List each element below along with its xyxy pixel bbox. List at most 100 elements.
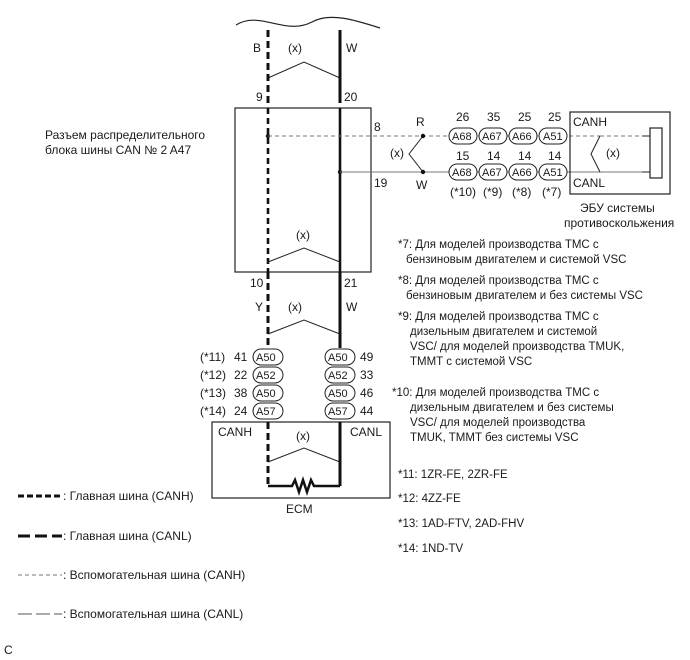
- conn-top-a67: A67: [482, 131, 502, 143]
- conn-num-bot-4: 14: [548, 149, 562, 163]
- wire-color-r: R: [416, 115, 425, 129]
- ecm-ref-11: (*11): [200, 350, 225, 364]
- pin-8: 8: [374, 120, 381, 134]
- wire-color-bottom-right: W: [346, 300, 358, 314]
- note-7-line1: *7: Для моделей производства TMC с: [398, 239, 599, 251]
- legend-text-sub-canh: : Вспомогательная шина (CANH): [63, 568, 245, 582]
- connector-label-line1: Разъем распределительного: [45, 128, 205, 142]
- abs-termination-resistor: [649, 127, 663, 179]
- ecm-twist-marker: (x): [296, 429, 310, 443]
- ecm-conn-right-4: A57: [328, 406, 348, 418]
- note-8-line2: бензиновым двигателем и без системы VSC: [406, 290, 643, 302]
- abs-twist-marker: (x): [606, 146, 620, 160]
- connector-row-top: A68 A67 A66 A51: [448, 127, 568, 145]
- conn-num-top-1: 26: [456, 110, 470, 124]
- twist-marker-top: (x): [288, 41, 302, 55]
- ecm-pin-49: 49: [360, 350, 374, 364]
- ecm-canh: CANH: [218, 425, 252, 439]
- pin-10: 10: [250, 276, 264, 290]
- ecm-conn-left-2: A52: [256, 370, 276, 382]
- note-12: *12: 4ZZ-FE: [398, 493, 461, 505]
- junction-connector-box: [234, 107, 372, 273]
- abs-ecu-canh: CANH: [573, 115, 607, 129]
- conn-top-a68: A68: [452, 131, 472, 143]
- ecm-pin-44: 44: [360, 404, 374, 418]
- conn-bot-a51: A51: [543, 167, 563, 179]
- abs-ecu-box: [569, 111, 671, 195]
- conn-bot-a66: A66: [512, 167, 532, 179]
- note-9-line1: *9: Для моделей производства TMC с: [398, 311, 599, 323]
- pin-19: 19: [374, 176, 388, 190]
- note-10-line2: дизельным двигателем и без системы: [410, 402, 614, 414]
- wire-color-top-right: W: [346, 41, 358, 55]
- twist-marker-side: (x): [390, 146, 404, 160]
- twist-marker-lower: (x): [288, 300, 302, 314]
- conn-num-top-4: 25: [548, 110, 562, 124]
- wire-color-y: Y: [255, 300, 263, 314]
- twist-symbol-top: [267, 61, 341, 79]
- ecm-ref-14: (*14): [200, 404, 226, 418]
- ecm-box: [211, 421, 391, 499]
- pin-9: 9: [256, 90, 263, 104]
- model-ref-8: (*8): [512, 185, 531, 199]
- ecm-pin-41: 41: [234, 350, 248, 364]
- ecm-connectors-right: A50 A52 A50 A57 49 33 46 44: [324, 348, 374, 420]
- conn-num-bot-1: 15: [456, 149, 470, 163]
- wire-color-top-left: B: [253, 41, 261, 55]
- ecm-conn-right-1: A50: [328, 352, 348, 364]
- connector-label-line2: блока шины CAN № 2 A47: [45, 143, 191, 157]
- model-ref-7: (*7): [542, 185, 561, 199]
- legend-text-sub-canl: : Вспомогательная шина (CANL): [63, 607, 243, 621]
- conn-top-a66: A66: [512, 131, 532, 143]
- ecm-termination-resistor: [268, 476, 340, 496]
- note-8-line1: *8: Для моделей производства TMC с: [398, 275, 599, 287]
- model-ref-10: (*10): [450, 185, 476, 199]
- conn-num-bot-3: 14: [518, 149, 532, 163]
- note-10-line3: VSC/ для моделей производства: [410, 417, 586, 429]
- pin-20: 20: [344, 90, 358, 104]
- ecm-pin-46: 46: [360, 386, 374, 400]
- ecm-pin-22: 22: [234, 368, 248, 382]
- twist-marker-inner: (x): [296, 228, 310, 242]
- note-10-line1: *10: Для моделей производства TMC с: [392, 387, 599, 399]
- ecm-twist-symbol: [267, 447, 341, 463]
- ecm-ref-13: (*13): [200, 386, 226, 400]
- wire-break-line: [235, 16, 381, 29]
- conn-num-top-3: 25: [518, 110, 532, 124]
- twist-symbol-lower: [267, 319, 341, 335]
- ecm-conn-right-2: A52: [328, 370, 348, 382]
- ecm-connectors-left: (*11) (*12) (*13) (*14) 41 22 38 24 A50 …: [200, 348, 284, 420]
- conn-bot-a68: A68: [452, 167, 472, 179]
- conn-top-a51: A51: [543, 131, 563, 143]
- legend-text-main-canh: : Главная шина (CANH): [63, 489, 194, 503]
- note-9-line3: VSC/ для моделей производства TMUK,: [410, 341, 624, 353]
- ecm-conn-left-4: A57: [256, 406, 276, 418]
- ecm-pin-24: 24: [234, 404, 248, 418]
- note-9-line2: дизельным двигателем и системой: [410, 326, 597, 338]
- note-11: *11: 1ZR-FE, 2ZR-FE: [398, 469, 508, 481]
- conn-bot-a67: A67: [482, 167, 502, 179]
- ecm-label: ECM: [286, 502, 313, 516]
- note-9-line4: TMMT с системой VSC: [410, 356, 532, 368]
- conn-num-top-2: 35: [487, 110, 501, 124]
- abs-ecu-label-line2: противоскольжения: [564, 216, 674, 230]
- legend-text-main-canl: : Главная шина (CANL): [63, 529, 192, 543]
- pin-21: 21: [344, 276, 358, 290]
- ecm-canl: CANL: [350, 425, 382, 439]
- ecm-conn-left-3: A50: [256, 388, 276, 400]
- twist-symbol-inner: [267, 247, 341, 263]
- note-13: *13: 1AD-FTV, 2AD-FHV: [398, 518, 524, 530]
- ecm-conn-left-1: A50: [256, 352, 276, 364]
- ecm-pin-38: 38: [234, 386, 248, 400]
- figure-code: C: [4, 643, 13, 657]
- abs-ecu-label-line1: ЭБУ системы: [580, 201, 655, 215]
- notes-block: *7: Для моделей производства TMC с бензи…: [392, 239, 643, 555]
- model-ref-9: (*9): [483, 185, 502, 199]
- connector-row-bottom: A68 A67 A66 A51: [448, 163, 568, 181]
- abs-ecu-canl: CANL: [573, 176, 605, 190]
- ecm-pin-33: 33: [360, 368, 374, 382]
- ecm-ref-12: (*12): [200, 368, 226, 382]
- wire-color-w: W: [416, 178, 428, 192]
- note-10-line4: TMUK, TMMT без системы VSC: [410, 432, 579, 444]
